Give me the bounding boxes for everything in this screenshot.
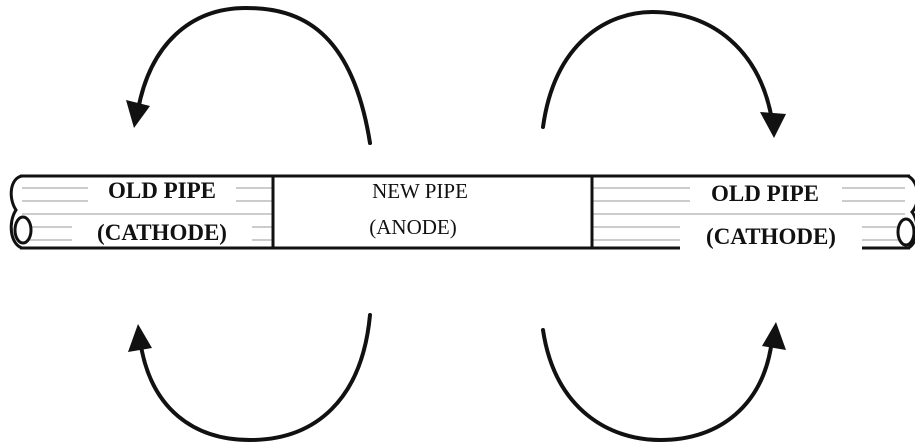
right-old-pipe-label: OLD PIPE (CATHODE) <box>680 180 862 250</box>
lower-left-arrowhead <box>128 324 152 352</box>
pipe-left-opening <box>13 215 33 245</box>
upper-right-arrowhead <box>760 112 786 138</box>
new-pipe-title: NEW PIPE <box>372 179 468 203</box>
lower-right-arrowhead <box>762 322 786 350</box>
right-old-pipe-title: OLD PIPE <box>711 181 819 206</box>
left-old-pipe-title: OLD PIPE <box>108 178 216 203</box>
anode-label: (ANODE) <box>369 215 456 239</box>
pipe-right-opening <box>896 217 915 247</box>
left-cathode-label: (CATHODE) <box>97 220 227 245</box>
upper-left-arrowhead <box>126 100 150 128</box>
upper-right-arc-arrow <box>541 9 774 129</box>
new-pipe-label: NEW PIPE (ANODE) <box>369 179 468 239</box>
pipe-left-end-cap <box>9 174 23 250</box>
right-cathode-label: (CATHODE) <box>706 224 836 249</box>
left-old-pipe-label: OLD PIPE (CATHODE) <box>72 178 252 246</box>
current-flow-arrows <box>126 5 786 443</box>
lower-left-arc-arrow <box>138 313 372 443</box>
lower-right-arc-arrow <box>541 328 774 443</box>
upper-left-arc-arrow <box>136 5 372 145</box>
